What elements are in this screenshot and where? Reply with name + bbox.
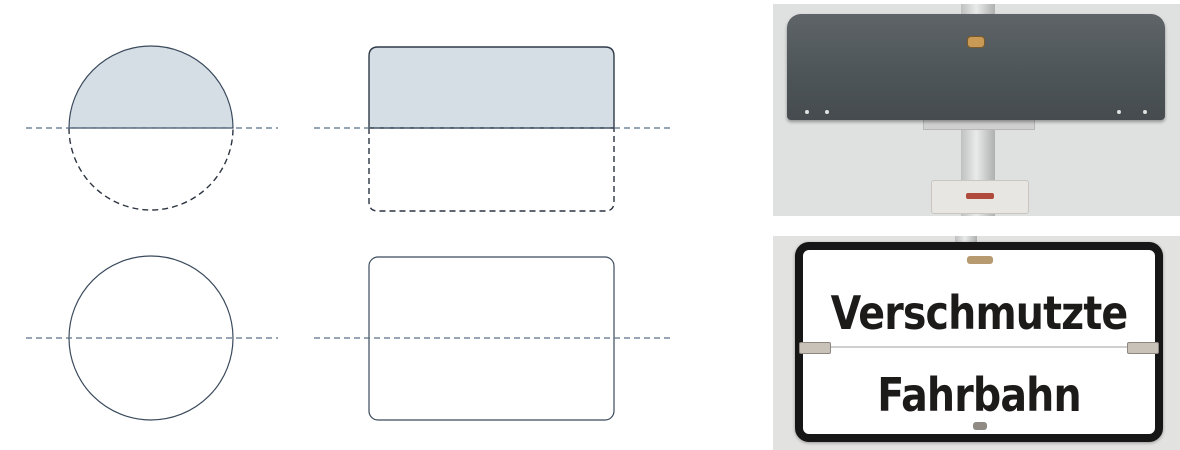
folded-sign-photo — [773, 4, 1180, 216]
open-sign-photo: Verschmutzte Fahrbahn — [773, 236, 1180, 450]
road-sign: Verschmutzte Fahrbahn — [795, 242, 1163, 442]
sign-back-plate — [787, 14, 1165, 120]
fold-diagram — [0, 0, 760, 450]
hinge — [967, 256, 993, 264]
folded-rectangle — [369, 47, 614, 211]
pole-clamp — [931, 180, 1029, 214]
folded-rectangle-upper-half — [369, 47, 614, 128]
hinge — [973, 422, 987, 430]
rivet — [805, 110, 809, 114]
sign-text-line-1: Verschmutzte — [828, 286, 1131, 340]
sign-fold-line — [803, 346, 1155, 348]
folded-rectangle-lower-half — [369, 128, 614, 211]
rivet — [1143, 110, 1147, 114]
clamp-label — [966, 193, 994, 199]
folded-circle-upper-half — [69, 46, 233, 128]
hinge — [799, 342, 831, 354]
hinge — [1127, 342, 1159, 354]
rivet — [1117, 110, 1121, 114]
rivet — [825, 110, 829, 114]
hinge — [967, 36, 985, 48]
folded-circle-lower-half — [69, 128, 233, 210]
sign-text-line-2: Fahrbahn — [828, 368, 1131, 422]
